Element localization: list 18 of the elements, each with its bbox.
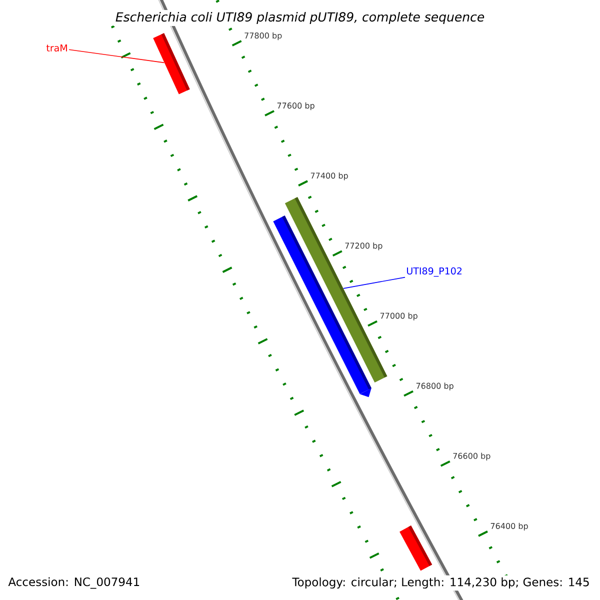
tick-label: 77600 bp <box>277 102 314 110</box>
summary-text: Topology: circular; Length: 114,230 bp; Genes: 145 <box>290 575 592 591</box>
gene-label: UTI89_P102 <box>407 267 462 277</box>
title: Escherichia coli UTI89 plasmid pUTI89, complete sequence <box>113 10 487 26</box>
tick-label: 77800 bp <box>244 32 282 40</box>
tick-label: 77400 bp <box>310 172 348 180</box>
tick-label: 76600 bp <box>453 452 490 460</box>
accession-text: Accession: NC_007941 <box>8 577 140 589</box>
tick-label: 76800 bp <box>416 382 454 390</box>
leader-line <box>343 276 406 289</box>
gene-bar <box>400 526 432 571</box>
gene-bar <box>273 216 372 398</box>
tick-label: 76400 bp <box>490 522 528 531</box>
gene-bar <box>153 33 190 94</box>
leader-line <box>68 49 165 64</box>
gene-label: traM <box>46 44 67 52</box>
tick-label: 77000 bp <box>380 312 418 320</box>
tick-label: 77200 bp <box>345 242 382 250</box>
